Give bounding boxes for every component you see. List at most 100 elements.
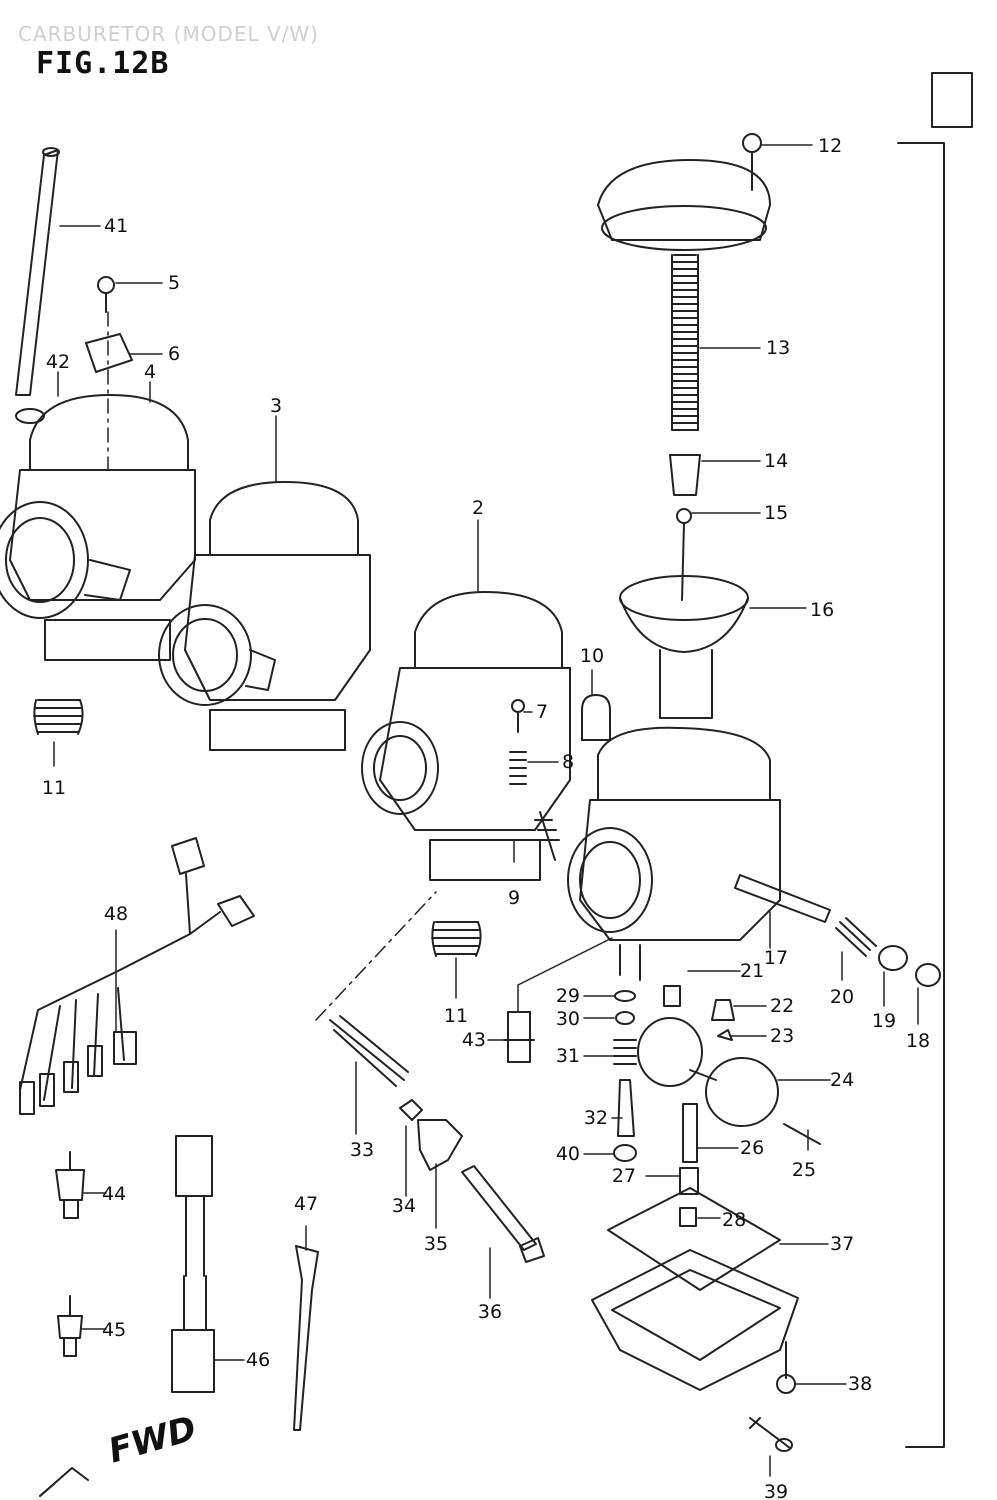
- carb-top-cover: [597, 159, 771, 251]
- part-48-wire-harness: [19, 837, 255, 1115]
- part-float-bowl: [591, 1249, 799, 1391]
- part-33-spring: [329, 1015, 409, 1087]
- callout-41: 41: [104, 215, 128, 237]
- callout-12: 12: [818, 135, 842, 157]
- part-42-oring: [15, 408, 45, 424]
- callout-18: 18: [906, 1030, 930, 1052]
- part-28-jet: [679, 1207, 697, 1227]
- callout-20: 20: [830, 986, 854, 1008]
- part-22-valve: [711, 999, 735, 1021]
- callout-16: 16: [810, 599, 834, 621]
- part-47-cable-tie: [293, 1245, 319, 1431]
- leader-lines: [53, 144, 919, 1477]
- callout-34: 34: [392, 1195, 416, 1217]
- part-16-diaphragm-piston: [619, 575, 749, 719]
- part-45-sensor: [57, 1295, 83, 1357]
- callout-5: 5: [168, 272, 180, 294]
- part-15-jet-needle: [676, 508, 692, 601]
- callout-14: 14: [764, 450, 788, 472]
- callout-31: 31: [556, 1045, 580, 1067]
- callout-47: 47: [294, 1193, 318, 1215]
- part-39-screw: [749, 1417, 793, 1452]
- callout-35: 35: [424, 1233, 448, 1255]
- part-6-cap: [85, 333, 133, 373]
- part-24-float: [637, 1017, 779, 1127]
- callout-3: 3: [270, 395, 282, 417]
- callout-40: 40: [556, 1143, 580, 1165]
- callout-labels: 1 2 3 4 5 6 7 8 9 10 11 11 12 13 14 15 1…: [42, 135, 930, 1500]
- part-23-clip: [717, 1029, 733, 1041]
- part-25-pin: [783, 1123, 821, 1145]
- callout-30: 30: [556, 1008, 580, 1030]
- callout-21: 21: [740, 960, 764, 982]
- part-10-cap: [581, 694, 611, 741]
- callout-10: 10: [580, 645, 604, 667]
- fwd-arrow-icon: [39, 1467, 89, 1497]
- part-21-jet: [663, 985, 681, 1007]
- callout-24: 24: [830, 1069, 854, 1091]
- assembly-bracket: [897, 142, 945, 1448]
- callout-44: 44: [102, 1183, 126, 1205]
- part-31-spring: [613, 1039, 637, 1065]
- part-17-throttle-shaft: [734, 874, 831, 923]
- part-20-spring: [835, 917, 877, 957]
- part-27-jet: [679, 1167, 699, 1195]
- part-43-fitting: [503, 1011, 535, 1063]
- part-5-screw: [97, 276, 115, 313]
- part-11-spring-left: [33, 699, 84, 735]
- callout-23: 23: [770, 1025, 794, 1047]
- callout-38: 38: [848, 1373, 872, 1395]
- part-9-screw: [534, 811, 560, 861]
- callout-42: 42: [46, 351, 70, 373]
- callout-13: 13: [766, 337, 790, 359]
- callout-6: 6: [168, 343, 180, 365]
- part-37-gasket: [607, 1187, 781, 1291]
- part-35-bracket: [417, 1119, 463, 1171]
- part-38-screw: [776, 1341, 796, 1394]
- callout-39: 39: [764, 1481, 788, 1500]
- part-26-tube: [682, 1103, 698, 1163]
- part-44-sensor: [55, 1151, 85, 1219]
- part-14-spring-seat: [669, 454, 701, 496]
- callout-11: 11: [42, 777, 66, 799]
- callout-8: 8: [562, 751, 574, 773]
- callout-33: 33: [350, 1139, 374, 1161]
- callout-37: 37: [830, 1233, 854, 1255]
- callout-15: 15: [764, 502, 788, 524]
- callout-45: 45: [102, 1319, 126, 1341]
- callout-4: 4: [144, 361, 156, 383]
- callout-27: 27: [612, 1165, 636, 1187]
- part-46-heater: [171, 1135, 215, 1393]
- part-1-carburetor: [567, 726, 781, 981]
- part-3-carburetor: [158, 481, 371, 751]
- callout-2: 2: [472, 497, 484, 519]
- part-18-cap: [915, 963, 941, 987]
- callout-32: 32: [584, 1107, 608, 1129]
- callout-19: 19: [872, 1010, 896, 1032]
- callout-48: 48: [104, 903, 128, 925]
- callout-28: 28: [722, 1209, 746, 1231]
- figure-title: FIG.12B: [36, 46, 170, 81]
- part-32-screw: [617, 1079, 635, 1137]
- part-19-nut: [878, 945, 908, 971]
- part-30-oring: [615, 1011, 635, 1025]
- callout-7: 7: [536, 701, 548, 723]
- callout-11b: 11: [444, 1005, 468, 1027]
- part-4-carburetor: [0, 394, 196, 661]
- part-2-carburetor: [361, 591, 571, 881]
- part-36-bolt: [461, 1165, 545, 1263]
- part-7-screw: [511, 699, 525, 733]
- corner-box: [931, 72, 973, 128]
- callout-9: 9: [508, 887, 520, 909]
- callout-46: 46: [246, 1349, 270, 1371]
- part-34-nut: [399, 1099, 423, 1121]
- part-11-spring-mid: [431, 921, 482, 957]
- faint-header-title: CARBURETOR (MODEL V/W): [18, 22, 319, 46]
- callout-29: 29: [556, 985, 580, 1007]
- part-13-spring: [671, 254, 699, 431]
- part-12-screw: [742, 133, 762, 191]
- part-29-washer: [614, 990, 636, 1002]
- callout-22: 22: [770, 995, 794, 1017]
- part-40-oring: [613, 1144, 637, 1162]
